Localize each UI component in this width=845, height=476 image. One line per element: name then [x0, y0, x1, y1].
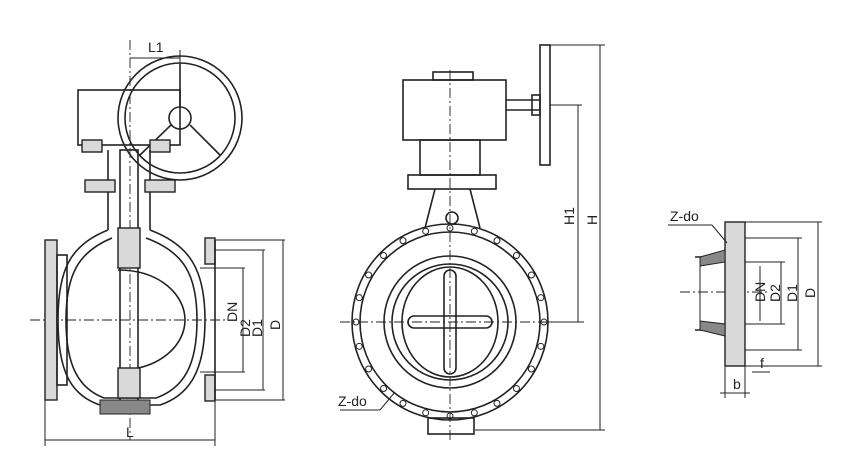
disc — [401, 266, 499, 378]
front-view: Z-do H1 H — [338, 44, 605, 440]
flange-detail: DN D2 D1 D Z-do b f — [668, 208, 822, 398]
bolt-hole — [512, 252, 520, 260]
label-dn: DN — [752, 282, 768, 302]
bolt-hole — [470, 409, 478, 417]
gearbox — [402, 79, 507, 141]
bolt-hole — [493, 399, 501, 407]
bolt-hole — [380, 252, 388, 260]
label-d: D — [267, 320, 283, 330]
label-l: L — [126, 424, 134, 440]
bolt-hole — [537, 294, 545, 302]
label-z-do: Z-do — [338, 393, 367, 409]
bolt-hole — [380, 384, 388, 392]
bolt-hole — [399, 237, 407, 245]
gearbox — [77, 89, 181, 146]
label-f: f — [760, 355, 764, 371]
bolt-hole — [365, 365, 373, 373]
bolt-hole — [512, 384, 520, 392]
bolt-hole — [493, 237, 501, 245]
label-b: b — [733, 376, 741, 392]
bolt-hole — [352, 318, 360, 326]
label-h: H — [584, 215, 600, 225]
bolt-hole — [355, 294, 363, 302]
bolt-hole — [446, 412, 454, 420]
label-dn: DN — [224, 302, 240, 322]
label-l1: L1 — [148, 39, 164, 55]
bolt-hole — [355, 342, 363, 350]
bolt-hole — [446, 224, 454, 232]
handwheel-side — [539, 44, 551, 166]
bolt-hole — [470, 227, 478, 235]
label-d2: D2 — [237, 319, 253, 337]
label-d2: D2 — [767, 284, 783, 302]
bolt-hole — [422, 227, 430, 235]
bolt-hole — [399, 399, 407, 407]
label-z-do: Z-do — [670, 208, 699, 224]
bolt-hole — [365, 271, 373, 279]
bolt-hole — [422, 409, 430, 417]
side-section-view: L1 DN D2 D1 D L — [30, 39, 285, 446]
bolt-hole — [527, 271, 535, 279]
label-h1: H1 — [561, 207, 577, 225]
label-d1: D1 — [784, 284, 800, 302]
bolt-hole — [537, 342, 545, 350]
bolt-hole — [527, 365, 535, 373]
label-d1: D1 — [249, 319, 265, 337]
label-d: D — [802, 288, 818, 298]
